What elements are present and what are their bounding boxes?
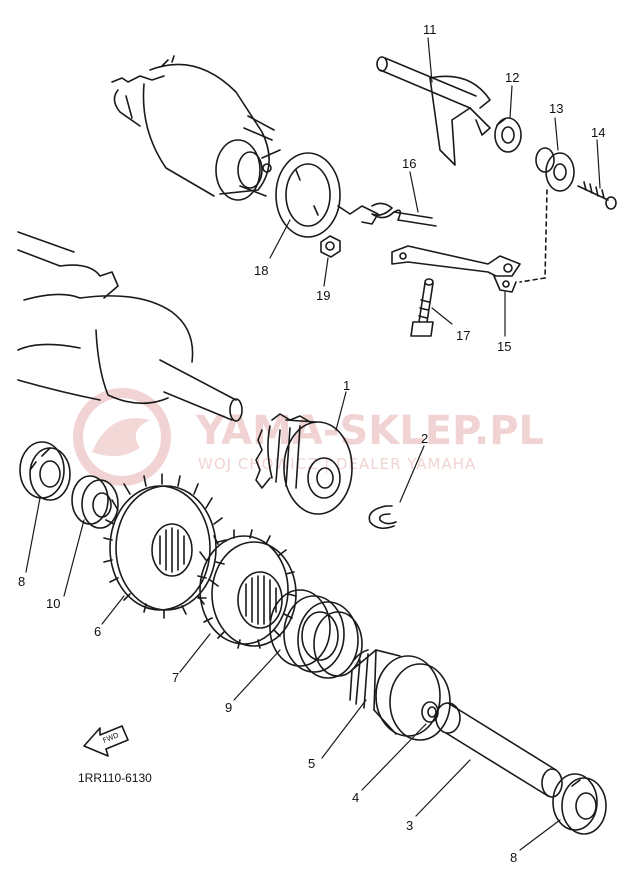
callout-9: 9 bbox=[225, 700, 232, 715]
callout-2: 2 bbox=[421, 431, 428, 446]
part-10-collar bbox=[71, 475, 119, 529]
callout-18: 18 bbox=[254, 263, 268, 278]
part-1-idle-gear bbox=[255, 413, 353, 515]
part-17-pin bbox=[410, 278, 434, 337]
watermark: YAMA-SKLEP.PL WOJ CHOWICZ | DEALER YAMAH… bbox=[73, 388, 544, 486]
part-13-collar bbox=[535, 147, 575, 192]
leader-dashes bbox=[519, 189, 548, 283]
part-7-clutch-gear bbox=[197, 529, 297, 649]
callout-16: 16 bbox=[402, 156, 416, 171]
callout-3: 3 bbox=[406, 818, 413, 833]
callout-14: 14 bbox=[591, 125, 605, 140]
leader-lines bbox=[25, 37, 601, 851]
callout-labels: 11 12 13 14 16 18 19 17 15 1 2 8 10 6 7 … bbox=[18, 22, 605, 865]
part-19-nut bbox=[320, 235, 341, 258]
part-5-shaft-gear bbox=[349, 649, 451, 741]
callout-15: 15 bbox=[497, 339, 511, 354]
watermark-logo-mark bbox=[92, 418, 150, 457]
part-15-linkage-arm bbox=[391, 245, 521, 293]
part-8-bearing-right bbox=[552, 773, 607, 835]
part-2-circlip bbox=[368, 505, 397, 530]
part-18-gasket bbox=[275, 152, 341, 238]
part-11-lever-shaft bbox=[376, 56, 491, 166]
watermark-title: YAMA-SKLEP.PL bbox=[195, 408, 544, 454]
callout-17: 17 bbox=[456, 328, 470, 343]
callout-7: 7 bbox=[172, 670, 179, 685]
callout-12: 12 bbox=[505, 70, 519, 85]
callout-1: 1 bbox=[343, 378, 350, 393]
part-6-large-gear bbox=[103, 473, 227, 619]
part-14-screw bbox=[577, 181, 617, 210]
callout-13: 13 bbox=[549, 101, 563, 116]
fwd-arrow-icon bbox=[83, 725, 129, 757]
callout-8-left: 8 bbox=[18, 574, 25, 589]
callout-11: 11 bbox=[423, 22, 437, 37]
drawing-code: 1RR110-6130 bbox=[78, 771, 152, 785]
callout-6: 6 bbox=[94, 624, 101, 639]
part-8-bearing-left bbox=[19, 441, 71, 501]
callout-8-right: 8 bbox=[510, 850, 517, 865]
part-4-washer bbox=[421, 701, 439, 723]
starter-solenoid bbox=[111, 55, 281, 201]
callout-10: 10 bbox=[46, 596, 60, 611]
part-3-shaft bbox=[435, 702, 563, 798]
part-9-spring-clutch bbox=[269, 589, 363, 679]
callout-4: 4 bbox=[352, 790, 359, 805]
part-12-bushing bbox=[494, 117, 522, 153]
part-16-spring bbox=[337, 202, 437, 227]
watermark-subtitle: WOJ CHOWICZ | DEALER YAMAHA bbox=[198, 455, 476, 473]
crankcase-housing bbox=[17, 231, 243, 422]
callout-19: 19 bbox=[316, 288, 330, 303]
watermark-logo-ring bbox=[73, 388, 171, 486]
callout-5: 5 bbox=[308, 756, 315, 771]
